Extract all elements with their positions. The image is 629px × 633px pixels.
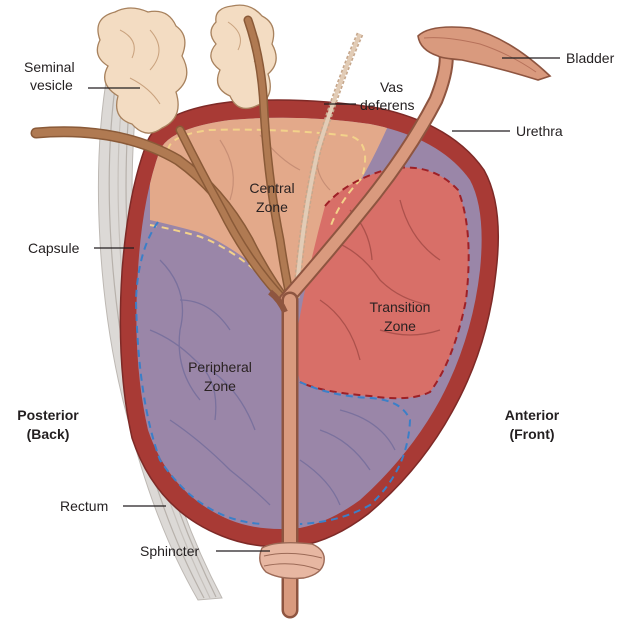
label-transition-zone-1: Transition <box>370 299 431 315</box>
sphincter <box>260 543 325 579</box>
label-sphincter: Sphincter <box>140 543 199 559</box>
label-rectum: Rectum <box>60 498 108 514</box>
label-posterior-2: (Back) <box>27 426 70 442</box>
label-anterior-2: (Front) <box>509 426 554 442</box>
label-seminal-vesicle-1: Seminal <box>24 59 75 75</box>
label-peripheral-zone-1: Peripheral <box>188 359 252 375</box>
label-posterior-1: Posterior <box>17 407 79 423</box>
label-anterior-1: Anterior <box>505 407 560 423</box>
label-central-zone-1: Central <box>249 180 294 196</box>
label-capsule: Capsule <box>28 240 80 256</box>
label-urethra: Urethra <box>516 123 563 139</box>
label-central-zone-2: Zone <box>256 199 288 215</box>
label-bladder: Bladder <box>566 50 615 66</box>
label-vas-deferens-1: Vas <box>380 79 403 95</box>
label-peripheral-zone-2: Zone <box>204 378 236 394</box>
label-transition-zone-2: Zone <box>384 318 416 334</box>
label-vas-deferens-2: deferens <box>360 97 414 113</box>
label-seminal-vesicle-2: vesicle <box>30 77 73 93</box>
